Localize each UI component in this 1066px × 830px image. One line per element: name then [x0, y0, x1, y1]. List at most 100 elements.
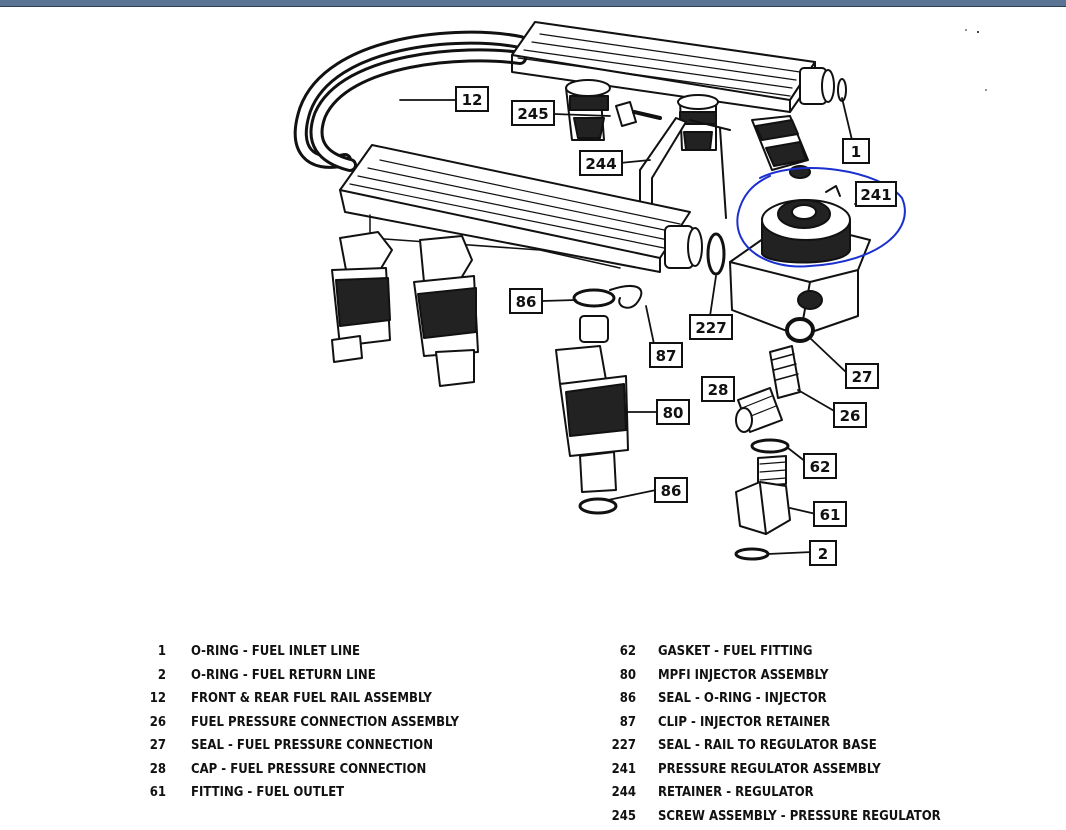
front-fuel-rail: [339, 144, 721, 273]
legend-description: SEAL - FUEL PRESSURE CONNECTION: [191, 738, 434, 754]
callout-26: 26: [833, 402, 867, 428]
callout-86-bottom-label: 86: [661, 482, 682, 500]
legend-description: FUEL PRESSURE CONNECTION ASSEMBLY: [191, 714, 459, 730]
rear-fuel-rail: [511, 21, 847, 113]
legend-number: 61: [149, 785, 166, 801]
callout-62-label: 62: [810, 458, 831, 476]
callout-1-label: 1: [851, 143, 861, 161]
seal-227: [706, 232, 726, 276]
callout-61-label: 61: [820, 506, 841, 524]
legend-description: GASKET - FUEL FITTING: [658, 644, 813, 660]
legend-description: MPFI INJECTOR ASSEMBLY: [658, 667, 829, 683]
callout-245: 245: [511, 100, 555, 126]
rear-injector-center: [677, 94, 719, 151]
legend-number: 28: [149, 761, 166, 777]
pressure-regulator-241: [761, 185, 851, 264]
legend-right-column: 62 GASKET - FUEL FITTING 80 MPFI INJECTOR …: [600, 640, 941, 828]
legend-description: SEAL - O-RING - INJECTOR: [658, 691, 827, 707]
legend-item: 1 O-RING - FUEL INLET LINE: [136, 640, 459, 664]
legend-description: O-RING - FUEL INLET LINE: [191, 644, 360, 660]
callout-28: 28: [701, 376, 735, 402]
o-ring-2: [734, 547, 770, 561]
callout-244: 244: [579, 150, 623, 176]
callout-62: 62: [803, 453, 837, 479]
callout-12: 12: [455, 86, 489, 112]
callout-28-label: 28: [708, 381, 729, 399]
legend-item: 80 MPFI INJECTOR ASSEMBLY: [600, 664, 941, 688]
callout-80: 80: [656, 399, 690, 425]
callout-27: 27: [845, 363, 879, 389]
front-injector-1: [331, 231, 393, 363]
callout-241-label: 241: [860, 186, 891, 204]
legend-item: 245 SCREW ASSEMBLY - PRESSURE REGULATOR: [600, 805, 941, 829]
legend-number: 62: [619, 644, 636, 660]
legend-number: 27: [149, 738, 166, 754]
cap-28: [735, 387, 783, 433]
callout-27-label: 27: [852, 368, 873, 386]
callout-26-label: 26: [840, 407, 861, 425]
legend-number: 2: [157, 667, 166, 683]
legend-item: 227 SEAL - RAIL TO REGULATOR BASE: [600, 734, 941, 758]
legend-description: RETAINER - REGULATOR: [658, 785, 814, 801]
legend-number: 227: [611, 738, 636, 754]
callout-244-label: 244: [585, 155, 616, 173]
legend-description: SCREW ASSEMBLY - PRESSURE REGULATOR: [658, 808, 941, 824]
legend-number: 244: [611, 785, 636, 801]
callout-61: 61: [813, 501, 847, 527]
front-injector-2: [413, 235, 479, 387]
callout-86-top: 86: [509, 288, 543, 314]
gasket-62: [750, 438, 790, 454]
legend-description: FRONT & REAR FUEL RAIL ASSEMBLY: [191, 691, 432, 707]
callout-87: 87: [649, 342, 683, 368]
callout-227: 227: [689, 314, 733, 340]
legend-number: 86: [619, 691, 636, 707]
injector-80: [555, 285, 643, 515]
callout-87-label: 87: [656, 347, 677, 365]
legend-description: PRESSURE REGULATOR ASSEMBLY: [658, 761, 881, 777]
highlight-circle: [736, 167, 906, 268]
callout-241: 241: [855, 181, 897, 207]
callout-227-label: 227: [695, 319, 726, 337]
screw-245: [615, 101, 662, 127]
legend-number: 87: [619, 714, 636, 730]
fitting-61: [735, 455, 791, 535]
fuel-lines-loop: [293, 30, 527, 172]
legend-number: 12: [149, 691, 166, 707]
legend-left-column: 1 O-RING - FUEL INLET LINE 2 O-RING - FUEL…: [136, 640, 459, 805]
legend-number: 80: [619, 667, 636, 683]
legend-item: 27 SEAL - FUEL PRESSURE CONNECTION: [136, 734, 459, 758]
pressure-connection-26: [769, 345, 801, 399]
legend-description: CLIP - INJECTOR RETAINER: [658, 714, 831, 730]
legend-item: 87 CLIP - INJECTOR RETAINER: [600, 711, 941, 735]
legend-description: FITTING - FUEL OUTLET: [191, 785, 345, 801]
callout-2-label: 2: [818, 545, 828, 563]
legend-number: 1: [157, 644, 166, 660]
legend-item: 12 FRONT & REAR FUEL RAIL ASSEMBLY: [136, 687, 459, 711]
callout-1: 1: [842, 138, 870, 164]
legend-description: CAP - FUEL PRESSURE CONNECTION: [191, 761, 427, 777]
callout-80-label: 80: [663, 404, 684, 422]
seal-27: [785, 317, 815, 343]
callout-12-label: 12: [462, 91, 483, 109]
legend-item: 28 CAP - FUEL PRESSURE CONNECTION: [136, 758, 459, 782]
legend-item: 2 O-RING - FUEL RETURN LINE: [136, 664, 459, 688]
legend-item: 62 GASKET - FUEL FITTING: [600, 640, 941, 664]
callout-2: 2: [809, 540, 837, 566]
legend-item: 244 RETAINER - REGULATOR: [600, 781, 941, 805]
window-top-bar: [0, 0, 1066, 7]
leader-lines: [399, 97, 873, 555]
callout-86-top-label: 86: [516, 293, 537, 311]
legend-number: 241: [611, 761, 636, 777]
rear-injector-left: [565, 79, 611, 141]
rear-injector-right: [751, 115, 811, 179]
legend-item: 241 PRESSURE REGULATOR ASSEMBLY: [600, 758, 941, 782]
legend-item: 61 FITTING - FUEL OUTLET: [136, 781, 459, 805]
fuel-rail-exploded-diagram: 12 245 244 1 241 86 227 87 27 28 80: [293, 21, 987, 566]
legend-description: SEAL - RAIL TO REGULATOR BASE: [658, 738, 877, 754]
legend-number: 245: [611, 808, 636, 824]
legend-item: 86 SEAL - O-RING - INJECTOR: [600, 687, 941, 711]
legend-description: O-RING - FUEL RETURN LINE: [191, 667, 376, 683]
callout-86-bottom: 86: [654, 477, 688, 503]
callout-245-label: 245: [517, 105, 548, 123]
legend-number: 26: [149, 714, 166, 730]
